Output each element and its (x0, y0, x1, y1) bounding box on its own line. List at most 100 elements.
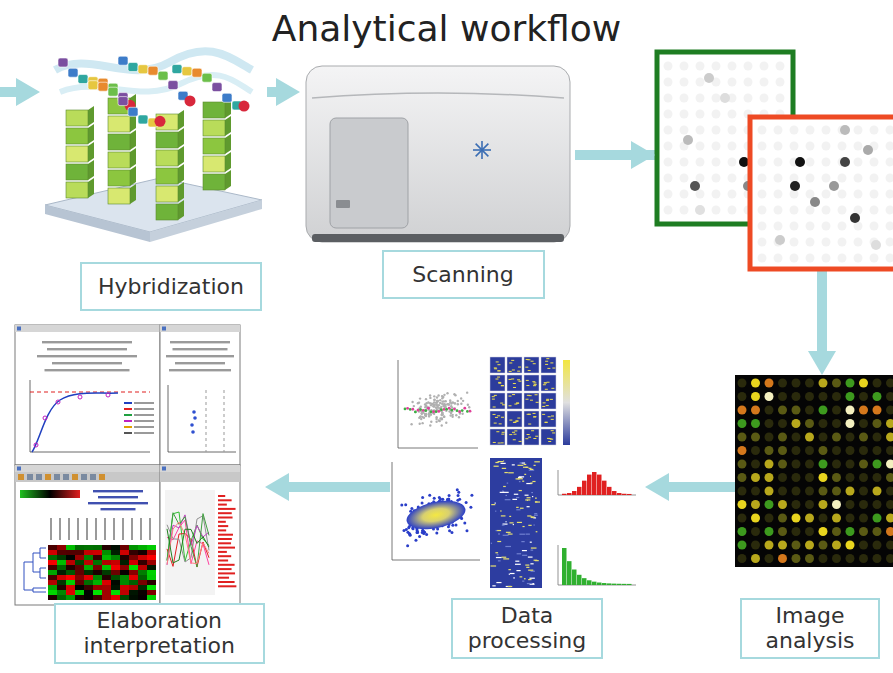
heatmap-cell (84, 575, 93, 580)
heatmap-cell (57, 545, 66, 550)
heatmap-speck (508, 569, 510, 570)
diagram-title: Analytical workflow (0, 8, 893, 49)
heatmap-speck (505, 546, 511, 547)
ma-point (439, 399, 441, 401)
density-point (421, 529, 424, 532)
histogram-bar (582, 578, 587, 585)
column-label-mark (131, 518, 133, 540)
dendrogram (24, 548, 46, 592)
array-spot (846, 527, 855, 536)
intensity-speck (526, 380, 529, 381)
heatmap-cell (93, 555, 102, 560)
spot (680, 126, 689, 135)
heatmap-cell (120, 570, 129, 575)
spot (664, 62, 673, 71)
spot (806, 238, 815, 247)
target-base (212, 83, 222, 92)
ma-point (455, 414, 457, 416)
spot (712, 158, 721, 167)
probe-side (178, 146, 184, 166)
fluorescent-label (185, 95, 196, 106)
spot (774, 206, 783, 215)
intensity-speck (531, 430, 534, 431)
ma-point (429, 397, 431, 399)
heatmap-cell (120, 585, 129, 590)
loess-point (422, 409, 425, 412)
heatmap-cell (93, 580, 102, 585)
intensity-speck (545, 422, 548, 423)
heatmap-speck (530, 542, 532, 543)
workflow-stage: Hybridization (45, 55, 267, 313)
tiny-text-mark (175, 362, 225, 364)
spot (664, 110, 673, 119)
ma-point (447, 403, 449, 405)
loess-point (430, 410, 433, 413)
toolbar (15, 472, 160, 482)
array-spot (886, 554, 893, 563)
ma-point (435, 416, 437, 418)
heatmap-speck (531, 517, 533, 518)
heatmap-ground (490, 458, 542, 588)
heatmap-cell (129, 555, 138, 560)
heatmap-speck (516, 478, 520, 479)
heatmap-cell (93, 595, 102, 600)
spot (790, 222, 799, 231)
spot (744, 78, 753, 87)
ma-point (438, 419, 440, 421)
heatmap-cell (57, 590, 66, 595)
heatmap-cell (66, 560, 75, 565)
intensity-speck (499, 423, 502, 424)
spot (704, 73, 714, 83)
window-frame (15, 465, 160, 605)
heatmap-speck (505, 495, 507, 496)
toolbar-icon (63, 474, 69, 480)
intensity-speck (512, 432, 515, 433)
array-spot (886, 541, 893, 550)
ma-point (443, 416, 445, 418)
target-base (78, 75, 88, 84)
heatmap-speck (503, 486, 506, 487)
spot (728, 126, 737, 135)
image-panel (541, 357, 556, 373)
array-spot (765, 473, 774, 482)
array-spot (846, 392, 855, 401)
tiny-text-mark (47, 348, 127, 350)
heatmap-cell (111, 580, 120, 585)
array-plate-edge (150, 200, 262, 242)
array-spot (738, 419, 747, 428)
spot (664, 142, 673, 151)
heatmap-speck (523, 467, 528, 468)
heatmap-cell (102, 575, 111, 580)
ma-point (438, 404, 440, 406)
heatmap-speck (528, 570, 533, 571)
heatmap-speck (501, 515, 506, 516)
intensity-speck (533, 416, 536, 417)
heatmap-cell (93, 575, 102, 580)
window-titlebar (15, 325, 160, 332)
scanner-door (330, 118, 408, 228)
intensity-speck (528, 414, 531, 415)
spot (790, 181, 800, 191)
intensity-speck (551, 419, 554, 420)
histogram-bar (607, 583, 612, 585)
intensity-speck (501, 417, 504, 418)
array-spot (846, 406, 855, 415)
array-spot (886, 500, 893, 509)
label-box: Elaboration interpretation (54, 603, 266, 664)
array-spot (792, 433, 801, 442)
heatmap-cell (111, 575, 120, 580)
intensity-speck (501, 434, 504, 435)
heatmap-cell (129, 565, 138, 570)
probe-block (203, 174, 225, 190)
loess-point (406, 407, 409, 410)
array-spot (886, 473, 893, 482)
stage-label: Image analysis (754, 603, 866, 654)
column-label-mark (95, 518, 97, 540)
legend-sample (124, 432, 132, 434)
intensity-speck (533, 363, 536, 364)
heatmap-speck (527, 497, 531, 498)
legend-sample (124, 420, 132, 422)
intensity-speck (535, 436, 538, 437)
array-spot (805, 460, 814, 469)
